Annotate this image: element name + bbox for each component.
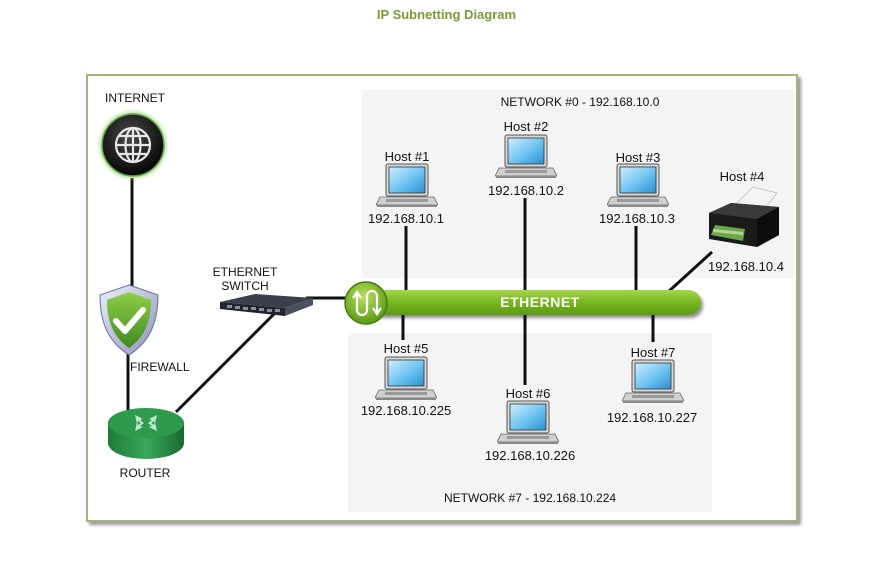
host-name: Host #6	[505, 386, 551, 401]
laptop-icon	[496, 400, 560, 451]
laptop-svg	[375, 163, 439, 207]
network-7-label: NETWORK #7 - 192.168.10.224	[443, 491, 617, 505]
laptop-svg	[496, 400, 560, 444]
network-zone-0	[362, 90, 794, 278]
host-name: Host #3	[615, 150, 661, 165]
host-name: Host #2	[503, 119, 549, 134]
switch-icon	[220, 294, 313, 316]
laptop-svg	[494, 134, 558, 178]
laptop-icon	[606, 163, 670, 214]
host-ip: 192.168.10.225	[360, 403, 452, 418]
laptop-svg	[606, 163, 670, 207]
ethernet-label: ETHERNET	[500, 294, 580, 310]
host-name: Host #4	[719, 169, 765, 184]
host-name: Host #5	[383, 341, 429, 356]
laptop-icon	[375, 163, 439, 214]
switch-label-line1: ETHERNET	[212, 265, 278, 279]
host-ip: 192.168.10.2	[488, 183, 564, 198]
switch-label-line2: SWITCH	[221, 279, 269, 293]
host-ip: 192.168.10.4	[708, 259, 784, 274]
host-name: Host #1	[384, 149, 430, 164]
router-label: ROUTER	[119, 466, 171, 480]
shield-check-icon	[99, 284, 159, 356]
host-ip: 192.168.10.226	[484, 448, 576, 463]
link-router-switch	[174, 310, 278, 414]
network-0-label: NETWORK #0 - 192.168.10.0	[500, 95, 660, 109]
laptop-icon	[621, 359, 685, 410]
link-host4	[665, 250, 714, 295]
internet-label: INTERNET	[105, 91, 165, 105]
laptop-svg	[374, 356, 438, 400]
host-ip: 192.168.10.1	[368, 211, 444, 226]
page-title: IP Subnetting Diagram	[376, 7, 517, 22]
host-ip: 192.168.10.227	[606, 410, 698, 425]
host-ip: 192.168.10.3	[599, 211, 675, 226]
switch-label: ETHERNET SWITCH	[205, 265, 285, 293]
globe-icon	[97, 109, 169, 181]
firewall-label: FIREWALL	[130, 360, 190, 374]
laptop-icon	[494, 134, 558, 185]
ethernet-bus-icon	[344, 281, 388, 325]
laptop-icon	[374, 356, 438, 407]
host-name: Host #7	[630, 345, 676, 360]
printer-icon	[709, 186, 779, 247]
router-icon	[108, 408, 184, 459]
ethernet-bus	[365, 290, 701, 315]
laptop-svg	[621, 359, 685, 403]
